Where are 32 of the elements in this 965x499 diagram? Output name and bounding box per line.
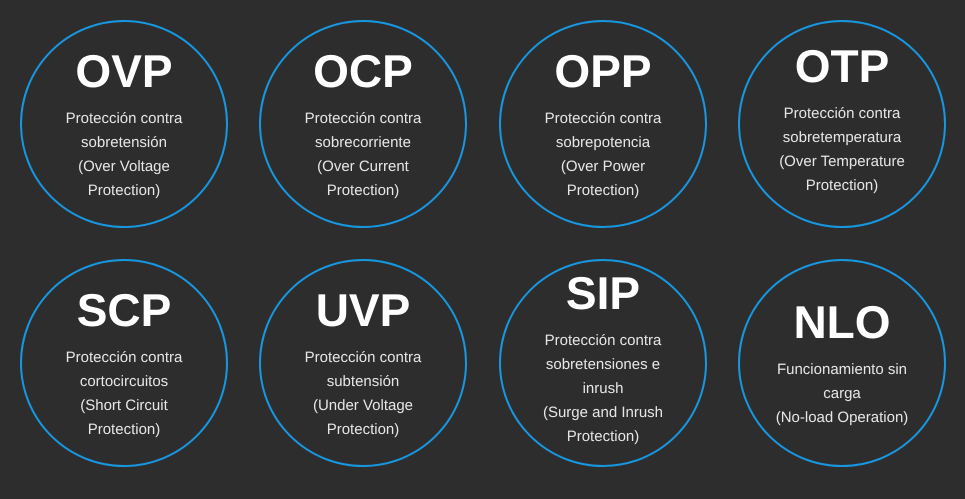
abbreviation: OTP <box>794 40 890 92</box>
description-text: Protección contra sobrepotencia <box>544 109 662 153</box>
abbreviation: SCP <box>76 284 172 336</box>
description-text: Protección contra sobretemperatura <box>782 104 902 148</box>
description-text: Protección contra sobrecorriente <box>304 109 422 153</box>
abbreviation: UVP <box>316 284 410 336</box>
abbreviation: OPP <box>554 45 652 97</box>
feature-circle <box>738 259 946 467</box>
feature-circle <box>20 20 228 228</box>
description-text: (Short Circuit Protection) <box>79 396 169 440</box>
feature-circle <box>499 259 707 467</box>
description-text: (Over Power Protection) <box>560 157 646 201</box>
description-text: Funcionamiento sin carga <box>776 360 908 404</box>
feature-circle <box>20 259 228 467</box>
feature-circle <box>259 20 467 228</box>
description-text: Protección contra cortocircuitos <box>64 348 184 392</box>
description-text: (Over Voltage Protection) <box>77 157 171 201</box>
description-text: Protección contra sobretensiones e inrush <box>544 331 662 399</box>
description-text: (Surge and Inrush Protection) <box>542 403 664 447</box>
abbreviation: NLO <box>793 296 891 348</box>
description-text: (No-load Operation) <box>774 408 910 428</box>
feature-circle <box>259 259 467 467</box>
abbreviation: OVP <box>75 45 173 97</box>
abbreviation: SIP <box>566 267 640 319</box>
feature-circle <box>738 20 946 228</box>
description-text: Protección contra sobretensión <box>64 109 184 153</box>
description-text: (Under Voltage Protection) <box>312 396 414 440</box>
abbreviation: OCP <box>313 45 413 97</box>
feature-circle <box>499 20 707 228</box>
description-text: (Over Current Protection) <box>316 157 410 201</box>
description-text: (Over Temperature Protection) <box>778 152 906 196</box>
description-text: Protección contra subtensión <box>304 348 422 392</box>
